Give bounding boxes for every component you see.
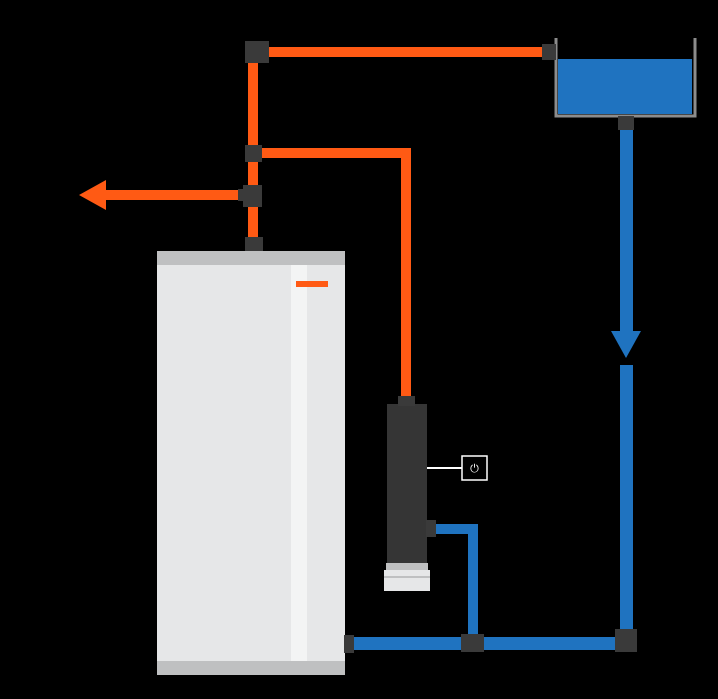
plug-icon: ⏻: [470, 462, 479, 475]
fitting-outlet-tee: [243, 185, 262, 207]
hot-pipe-top-horizontal: [254, 47, 550, 57]
cold-pipe-down-upper: [620, 120, 633, 335]
cold-water-pipes: [345, 120, 641, 650]
tank-hot-indicator: [296, 281, 328, 287]
cold-pipe-heater-inlet: [430, 524, 478, 534]
hot-outlet-arrow-icon: [79, 180, 106, 210]
fitting-heater-top: [398, 396, 415, 406]
pipe-fittings: [238, 41, 637, 653]
inline-heater: ⏻: [384, 404, 488, 591]
hot-pipe-outlet: [102, 190, 252, 200]
fitting-tank-top: [245, 237, 263, 251]
indicator-box: [461, 455, 488, 481]
cold-flow-arrow-icon: [611, 331, 641, 358]
fitting-top-right: [542, 44, 556, 60]
hot-pipe-branch-vertical: [401, 148, 411, 400]
tank-body: [157, 251, 345, 675]
reservoir-water: [558, 59, 692, 114]
fitting-outlet-stub: [238, 189, 246, 201]
fitting-bottom-right-elbow: [615, 629, 637, 652]
fitting-bottom-tee: [461, 634, 484, 652]
tank-bottom-cap: [157, 661, 345, 675]
cold-pipe-heater-riser: [468, 524, 478, 644]
tank-top-cap: [157, 251, 345, 265]
fitting-branch-tee: [245, 145, 262, 162]
heater-base: [384, 570, 430, 591]
fitting-top-left-elbow: [245, 41, 269, 63]
cold-pipe-bottom-horizontal: [345, 637, 630, 650]
cold-pipe-down-lower: [620, 365, 633, 643]
tank-highlight: [291, 251, 307, 675]
heater-body: [387, 404, 427, 564]
heater-base-ring: [386, 563, 428, 570]
reservoir: [554, 38, 697, 118]
storage-tank: [157, 251, 345, 675]
fitting-heater-side: [426, 520, 436, 537]
hot-pipe-branch-horizontal: [254, 148, 411, 158]
fitting-tank-bottom: [344, 635, 354, 653]
heater-base-divider: [384, 576, 430, 578]
fitting-reservoir-outlet: [618, 116, 634, 130]
